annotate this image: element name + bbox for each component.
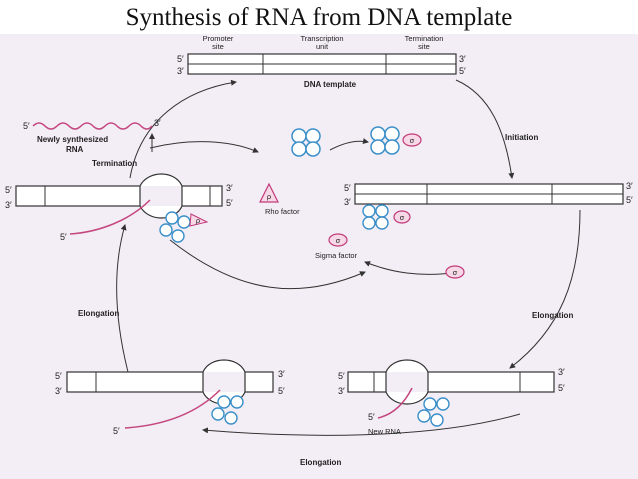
elongation-right-duplex-a (347, 371, 387, 393)
arrow-core-to-holoenzyme (329, 138, 369, 151)
elongation-right-bubble-bottom (385, 391, 429, 405)
arrow-termination-to-core-enzyme (149, 141, 259, 153)
initiation-label: Initiation (505, 133, 538, 142)
released-rna-three-prime: 3′ (154, 118, 161, 128)
termination-site-label-line2: site (418, 42, 430, 51)
termination-polymerase (159, 211, 191, 243)
paper-background (0, 34, 638, 479)
termination-dna-right-duplex (181, 185, 223, 207)
rho-factor-bound-icon (189, 213, 209, 227)
elongation-left-five-prime-upper: 5′ (55, 371, 62, 381)
elongation-bottom-label: Elongation (300, 458, 341, 467)
initiation-dna-three-prime-lower: 3′ (344, 197, 351, 207)
new-rna-label: New RNA (368, 427, 401, 436)
core-rna-polymerase (291, 128, 321, 157)
elongation-right-five-prime-upper: 5′ (338, 371, 345, 381)
elongation-right-five-prime-lower: 5′ (558, 383, 565, 393)
dna-template-caption: DNA template (304, 80, 357, 89)
arrow-rho-release (169, 239, 366, 290)
initiation-dna-complex: 5′ 3′ 3′ 5′ σ (344, 181, 633, 230)
sigma-factor-icon (328, 233, 348, 247)
free-sigma-factor: σ Sigma factor σ (315, 233, 465, 279)
sigma-factor-label: Sigma factor (315, 251, 358, 260)
termination-dna-three-prime-lower: 3′ (5, 200, 12, 210)
arrow-bottom-elongation (202, 413, 521, 436)
transcription-unit-label-line1: Transcription (300, 34, 343, 43)
elongation-right-rna (377, 387, 413, 419)
released-rna-five-prime: 5′ (23, 121, 30, 131)
elongation-right-rna-five-prime: 5′ (368, 412, 375, 422)
arrow-dna-to-initiation (455, 79, 515, 179)
elongation-right-duplex-b (427, 371, 555, 393)
elongation-right-three-prime-upper: 3′ (558, 367, 565, 377)
elongation-right-bubble-top (385, 359, 429, 373)
elongation-left-rna-five-prime: 5′ (113, 426, 120, 436)
newly-synthesized-rna-label-line1: Newly synthesized (37, 135, 108, 144)
elongation-right-label: Elongation (532, 311, 573, 320)
termination-bubble-top (139, 173, 183, 187)
newly-synthesized-rna-group: 5′ 3′ Newly synthesized RNA Termination (23, 118, 161, 168)
initiation-dna-five-prime-lower: 5′ (626, 195, 633, 205)
top-dna-three-prime-lower: 3′ (177, 66, 184, 76)
free-rho-factor: ρ Rho factor (259, 182, 300, 216)
rho-bound-symbol: ρ (196, 216, 200, 225)
newly-synthesized-rna-label-line2: RNA (66, 145, 84, 154)
elongation-left-three-prime-lower: 3′ (55, 386, 62, 396)
holoenzyme-core (370, 126, 400, 155)
elongation-left-duplex-a (66, 371, 204, 393)
arrow-initiation-to-elongation-right (509, 209, 581, 369)
termination-rna-strand (69, 199, 151, 235)
page-title: Synthesis of RNA from DNA template (125, 4, 513, 31)
top-dna-five-prime-upper: 5′ (177, 54, 184, 64)
elongation-left-polymerase (211, 395, 244, 425)
termination-dna-five-prime-upper: 5′ (5, 185, 12, 195)
top-dna-template: Promoter site Transcription unit Termina… (177, 34, 466, 89)
elongation-left-label: Elongation (78, 309, 119, 318)
arrow-elongation-left-to-termination (116, 224, 129, 373)
initiation-polymerase (362, 204, 389, 230)
arrow-termination-to-dna (129, 79, 237, 179)
elongation-left-five-prime-lower: 5′ (278, 386, 285, 396)
rna-polymerase-holoenzyme: σ (370, 126, 422, 155)
rho-free-symbol: ρ (267, 192, 271, 201)
released-sigma-icon (445, 265, 465, 279)
elongation-dna-right-complex: 5′ 3′ 3′ 5′ 5′ New RNA (338, 359, 565, 436)
sigma-factor-bound-icon (402, 133, 422, 147)
termination-label: Termination (92, 159, 137, 168)
elongation-right-polymerase (417, 397, 450, 427)
rho-factor-label: Rho factor (265, 207, 300, 216)
termination-site-label-line1: Termination (405, 34, 444, 43)
elongation-left-three-prime-upper: 3′ (278, 369, 285, 379)
sigma-free-symbol: σ (336, 236, 341, 245)
elongation-right-three-prime-lower: 3′ (338, 386, 345, 396)
elongation-left-rna (124, 389, 221, 429)
elongation-left-duplex-b (244, 371, 274, 393)
termination-dna-three-prime-upper: 3′ (226, 183, 233, 193)
sigma-bound-symbol: σ (410, 136, 415, 145)
top-dna-five-prime-lower: 5′ (459, 66, 466, 76)
initiation-sigma-symbol: σ (400, 213, 405, 222)
termination-dna-five-prime-lower: 5′ (226, 198, 233, 208)
promoter-site-label-line2: site (212, 42, 224, 51)
rho-factor-icon (259, 182, 279, 203)
initiation-sigma-icon (393, 210, 411, 224)
transcription-unit-label-line2: unit (316, 42, 329, 51)
elongation-dna-left-complex: 5′ 3′ 3′ 5′ 5′ (55, 359, 285, 436)
initiation-dna-five-prime-upper: 5′ (344, 183, 351, 193)
termination-dna-left-duplex (15, 185, 141, 207)
elongation-left-bubble-top (202, 359, 246, 373)
released-rna-strand (32, 122, 153, 130)
promoter-site-label-line1: Promoter (203, 34, 234, 43)
initiation-dna-three-prime-upper: 3′ (626, 181, 633, 191)
termination-dna-complex: 5′ 3′ 3′ 5′ 5′ ρ (5, 173, 233, 243)
released-sigma-symbol: σ (453, 268, 458, 277)
top-dna-three-prime-upper: 3′ (459, 54, 466, 64)
termination-rna-five-prime: 5′ (60, 232, 67, 242)
